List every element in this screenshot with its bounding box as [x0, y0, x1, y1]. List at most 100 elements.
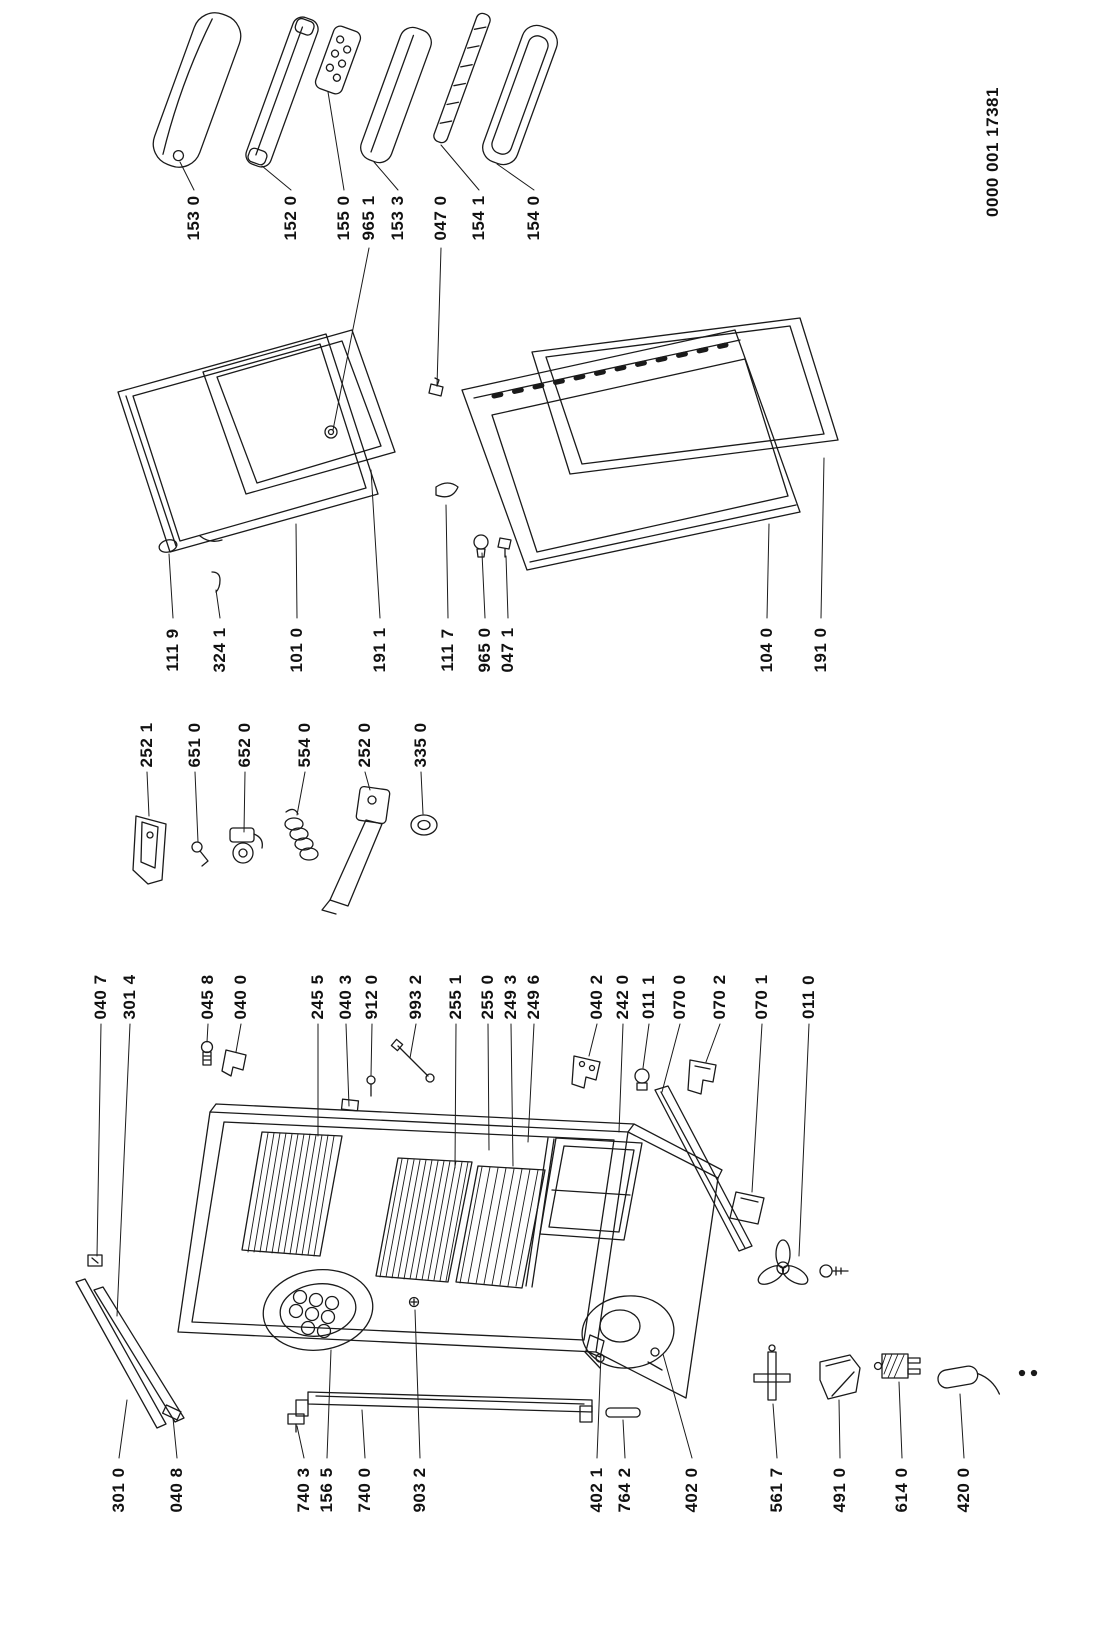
compressor-402-0	[581, 1295, 675, 1371]
part-label-252-1: 252 1	[137, 722, 156, 768]
part-label-903-2: 903 2	[410, 1467, 429, 1513]
top-trim-parts-group	[152, 12, 558, 168]
bushing-011-1	[634, 1068, 650, 1091]
part-label-047-0: 047 0	[431, 195, 450, 241]
screw-011-0	[819, 1264, 849, 1278]
leader-lines-hinge	[146, 771, 424, 843]
part-label-154-1: 154 1	[469, 195, 488, 241]
rail-strip-301-0	[93, 1286, 185, 1423]
spring-554-0	[284, 808, 319, 861]
base-rail-740-0	[295, 1391, 593, 1423]
tube-764-2	[605, 1407, 641, 1418]
dot-marker	[1030, 1369, 1038, 1377]
part-label-040-8: 040 8	[167, 1467, 186, 1513]
part-label-242-0: 242 0	[613, 974, 632, 1020]
part-label-101-0: 101 0	[287, 627, 306, 673]
fan-blade-011-0	[757, 1239, 809, 1285]
sensor-993-2	[390, 1038, 435, 1083]
bolt-045-8	[200, 1040, 214, 1066]
relay-491-0	[819, 1354, 861, 1400]
fridge-door-group	[461, 329, 801, 571]
part-label-740-0: 740 0	[355, 1467, 374, 1513]
part-label-301-4: 301 4	[120, 974, 139, 1020]
drawer-249-6	[539, 1137, 643, 1241]
part-label-011-0: 011 0	[799, 974, 818, 1020]
part-label-255-0: 255 0	[478, 974, 497, 1020]
part-label-301-0: 301 0	[109, 1467, 128, 1513]
door-handle-154-0	[482, 24, 558, 166]
leader-lines-top	[179, 91, 535, 431]
rail-clip-040-3	[340, 1098, 360, 1112]
connector-614-0	[873, 1353, 921, 1379]
part-label-740-3: 740 3	[294, 1467, 313, 1513]
trim-strip-154-1	[433, 12, 491, 144]
rail-strip-301-4	[75, 1278, 167, 1429]
part-label-554-0: 554 0	[295, 722, 314, 768]
clip-040-7	[87, 1254, 103, 1267]
part-label-652-0: 652 0	[235, 722, 254, 768]
fan-recess-156-5	[262, 1269, 374, 1351]
part-label-420-0: 420 0	[954, 1467, 973, 1513]
part-label-252-0: 252 0	[355, 722, 374, 768]
part-label-011-1: 011 1	[639, 974, 658, 1020]
freezer-door-group	[117, 333, 379, 593]
cover-plate-070-1	[729, 1191, 765, 1225]
door-handle-153-0	[152, 12, 242, 168]
door-small-parts-group	[428, 377, 512, 558]
grommet-335-0	[410, 814, 438, 836]
part-label-040-7: 040 7	[91, 974, 110, 1020]
leader-lines-group	[96, 91, 965, 1459]
part-label-070-0: 070 0	[670, 974, 689, 1020]
wedge-111-7	[435, 482, 459, 498]
part-label-154-0: 154 0	[524, 195, 543, 241]
part-label-040-2: 040 2	[587, 974, 606, 1020]
clip-047-1	[497, 537, 512, 558]
trim-rail-152-0	[245, 16, 319, 168]
thermostat-652-0	[229, 827, 263, 864]
part-label-324-1: 324 1	[210, 627, 229, 673]
pin-651-0	[191, 841, 209, 867]
clip-040-8	[161, 1404, 182, 1421]
leader-lines-cabinet-top	[96, 1023, 810, 1317]
part-label-070-1: 070 1	[752, 974, 771, 1020]
door-handle-153-3	[360, 26, 432, 164]
leader-lines-doors	[168, 457, 825, 619]
dot-marker	[1018, 1369, 1026, 1377]
part-label-764-2: 764 2	[615, 1467, 634, 1513]
part-label-104-0: 104 0	[757, 627, 776, 673]
freezer-gasket-group	[202, 329, 396, 495]
part-label-111-7: 111 7	[438, 628, 457, 672]
hinge-parts-group	[132, 785, 438, 915]
part-label-491-0: 491 0	[830, 1467, 849, 1513]
part-label-912-0: 912 0	[362, 974, 381, 1020]
clip-047-0	[428, 377, 444, 397]
part-label-153-0: 153 0	[184, 195, 203, 241]
clip-040-0	[221, 1049, 247, 1077]
end-cap-155-0	[314, 25, 362, 95]
part-label-040-3: 040 3	[336, 974, 355, 1020]
part-label-402-1: 402 1	[587, 1467, 606, 1513]
compressor-mount-402-1	[585, 1334, 605, 1358]
part-label-255-1: 255 1	[446, 974, 465, 1020]
part-label-965-1: 965 1	[359, 195, 378, 241]
part-label-335-0: 335 0	[411, 722, 430, 768]
document-number: 0000 001 17381	[983, 87, 1002, 217]
part-label-045-8: 045 8	[198, 974, 217, 1020]
part-label-191-1: 191 1	[370, 627, 389, 673]
part-label-191-0: 191 0	[811, 627, 830, 673]
part-label-561-7: 561 7	[767, 1467, 786, 1513]
bracket-070-2	[687, 1059, 717, 1095]
glass-shelf-249-3	[455, 1165, 546, 1289]
foot-740-3	[287, 1413, 305, 1433]
lever-arm-252-0	[321, 785, 391, 915]
part-label-040-0: 040 0	[231, 974, 250, 1020]
screw-903-2	[408, 1296, 420, 1308]
electrical-parts-group	[753, 1344, 1038, 1401]
knob-965-1	[324, 425, 338, 439]
evaporator-245-5	[241, 1131, 343, 1257]
leader-lines-cabinet-bottom	[118, 1309, 965, 1459]
part-label-047-1: 047 1	[498, 627, 517, 673]
part-label-155-0: 155 0	[334, 195, 353, 241]
part-label-402-0: 402 0	[682, 1467, 701, 1513]
